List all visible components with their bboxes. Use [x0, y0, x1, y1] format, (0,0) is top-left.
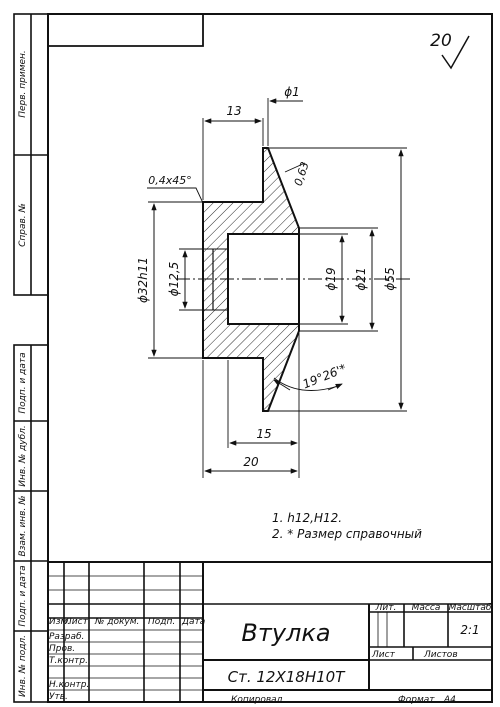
role-razrab: Разраб.	[49, 632, 84, 642]
part-name: Втулка	[241, 619, 330, 647]
title-block	[48, 561, 492, 702]
header-data: Дата	[181, 617, 205, 627]
role-nkontr: Н.контр.	[49, 680, 89, 690]
dim-063: 0,63	[292, 160, 312, 187]
dim-20: 20	[243, 455, 259, 469]
dim-phi19: ϕ19	[324, 267, 338, 290]
dim-phi32: ϕ32h11	[136, 257, 150, 303]
scale-value: 2:1	[460, 623, 479, 637]
dim-phi1: ϕ1	[284, 85, 300, 99]
side-label-sprav: Справ. №	[18, 203, 28, 247]
dim-13: 13	[226, 104, 241, 118]
label-sheets: Листов	[423, 650, 458, 660]
role-tkontr: Т.контр.	[49, 656, 88, 666]
svg-text:20: 20	[430, 31, 452, 51]
side-label-podp-2: Подп. и дата	[18, 565, 28, 626]
technical-notes: 1. h12,H12. 2. * Размер справочный	[272, 511, 422, 541]
header-list: Лист	[64, 617, 89, 627]
check-mark-icon	[441, 35, 470, 70]
dim-phi21: ϕ21	[354, 267, 368, 290]
dim-phi125: ϕ12,5	[167, 262, 181, 297]
label-sheet: Лист	[371, 650, 396, 660]
dimensions	[147, 98, 407, 478]
title-block-text: Изм. Лист № докум. Подп. Дата Разраб. Пр…	[49, 603, 492, 705]
header-izm: Изм.	[49, 617, 70, 627]
dim-chamfer: 0,4x45°	[148, 174, 192, 187]
dim-angle: 19°26'*	[301, 361, 349, 391]
part-section	[176, 147, 410, 412]
label-format: Формат	[398, 695, 435, 705]
header-dokum: № докум.	[94, 617, 139, 627]
side-label-podp-1: Подп. и дата	[18, 352, 28, 413]
side-label-inv-podl: Инв. № подл.	[18, 635, 28, 697]
role-prov: Пров.	[49, 644, 75, 654]
label-lit: Лит.	[375, 603, 397, 613]
note-1: 1. h12,H12.	[272, 511, 342, 525]
label-scale: Масштаб	[449, 603, 492, 613]
label-mass: Масса	[412, 603, 441, 613]
side-label-vzam: Взам. инв. №	[18, 495, 28, 556]
note-2: 2. * Размер справочный	[272, 527, 422, 541]
material: Ст. 12Х18Н10Т	[228, 668, 347, 686]
side-label-inv-dubl: Инв. № дубл.	[18, 425, 28, 487]
side-label-perv: Перв. примен.	[18, 50, 28, 118]
format-value: А4	[443, 695, 456, 705]
side-strip	[13, 13, 49, 703]
roughness-symbol: 20	[430, 31, 470, 70]
header-podp: Подп.	[148, 617, 175, 627]
side-labels: Перв. примен. Справ. № Подп. и дата Инв.…	[18, 50, 28, 697]
role-utv: Утв.	[49, 692, 68, 702]
dim-phi55: ϕ55	[383, 267, 397, 290]
label-copied: Копировал	[231, 695, 283, 705]
dim-15: 15	[256, 427, 271, 441]
